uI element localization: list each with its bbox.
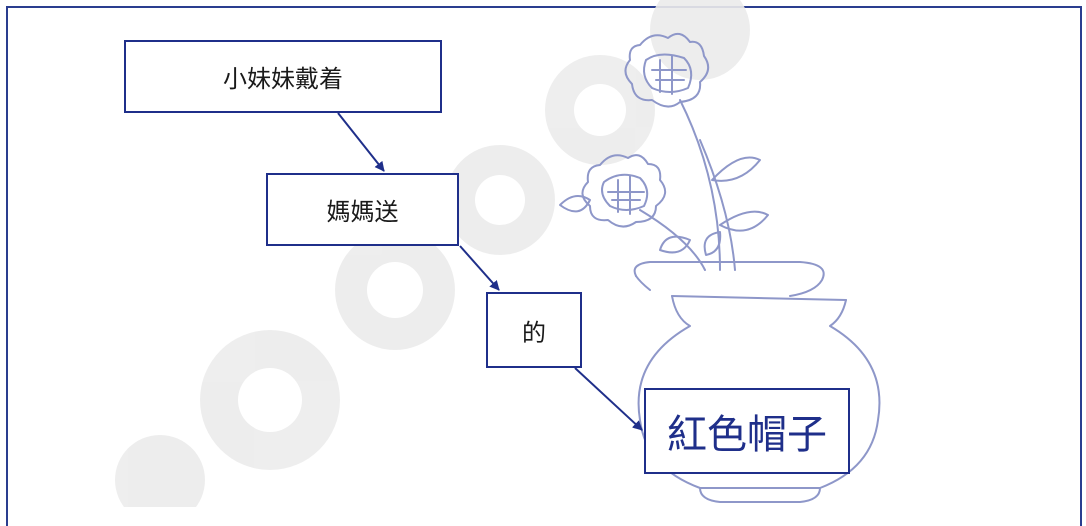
vase-flowers-illustration — [559, 32, 881, 503]
node-box-3: 的 — [486, 292, 582, 368]
arrow-n1-n2 — [337, 112, 385, 172]
node-label-3: 的 — [522, 318, 546, 347]
node-label-4: 紅色帽子 — [667, 412, 827, 458]
node-box-2: 媽媽送 — [266, 173, 459, 246]
node-label-2: 媽媽送 — [326, 198, 399, 226]
node-box-4: 紅色帽子 — [644, 388, 850, 474]
node-box-1: 小妹妹戴着 — [124, 40, 442, 113]
diagram-frame — [6, 6, 1082, 526]
connector-layer — [337, 112, 643, 431]
arrow-n3-n4 — [574, 367, 643, 431]
arrow-n2-n3 — [459, 245, 500, 291]
node-label-1: 小妹妹戴着 — [223, 65, 343, 93]
